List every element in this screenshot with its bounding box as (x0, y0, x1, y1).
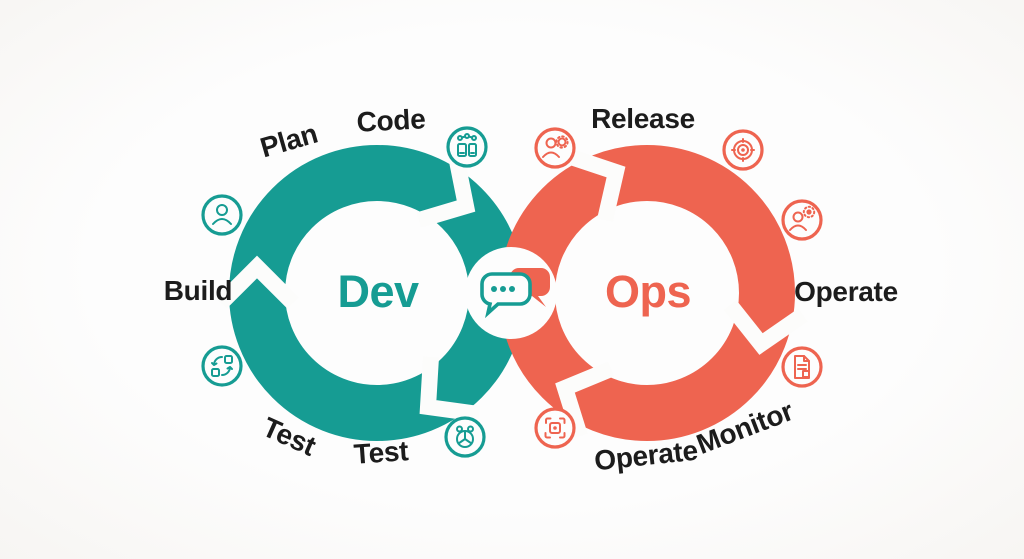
dev-label: Dev (337, 266, 419, 317)
report-document-icon (781, 346, 823, 388)
stage-label-operate-right: Operate (794, 276, 898, 307)
stage-label-release: Release (591, 103, 695, 134)
person-gear-icon (534, 127, 576, 169)
person-sun-icon (781, 199, 823, 241)
sync-squares-icon (201, 345, 243, 387)
stage-label-build: Build (163, 275, 233, 306)
stage-label-code: Code (355, 103, 427, 138)
commit-devices-icon (446, 126, 488, 168)
person-icon (201, 194, 243, 236)
target-icon (722, 129, 764, 171)
chat-bubbles-icon (465, 247, 557, 339)
flow-arrow-notches (215, 148, 808, 439)
bug-icon (444, 416, 486, 458)
scan-frame-icon (534, 407, 576, 449)
stage-label-test-2: Test (352, 435, 410, 470)
ops-label: Ops (604, 266, 692, 317)
